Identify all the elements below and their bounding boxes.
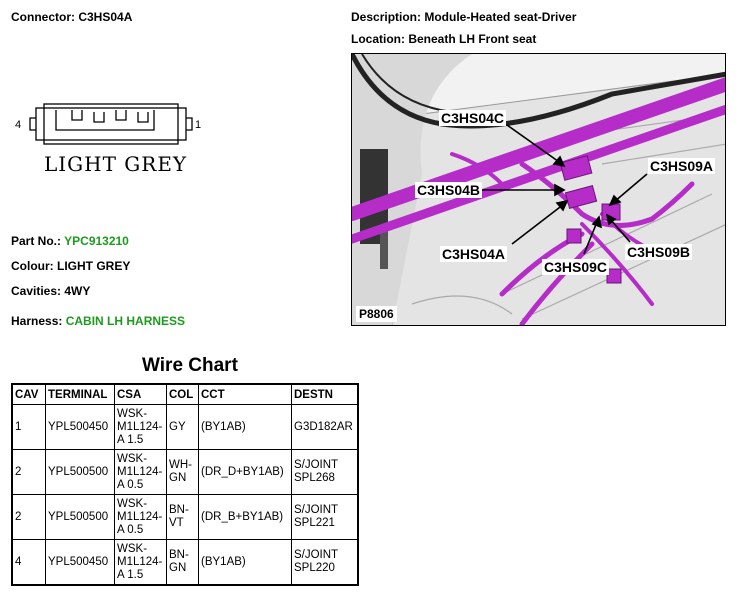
harness-label: Harness: CABIN LH HARNESS [11,314,186,328]
cell-cav: 1 [11,404,46,450]
cell-col: GY [166,404,199,450]
cell-col: BN-VT [166,494,199,540]
col-terminal-header: TERMINAL [45,383,115,405]
cell-cav: 2 [11,449,46,495]
cell-cav: 2 [11,494,46,540]
connector-face-diagram: 4 1 [15,103,201,145]
callout-c3hs04a: C3HS04A [440,246,508,262]
cell-col: BN-GN [166,539,199,586]
photo-reference-number: P8806 [356,306,397,322]
colour-label: Colour: LIGHT GREY [11,259,131,273]
col-csa-header: CSA [114,383,167,405]
callout-c3hs04b: C3HS04B [415,182,483,198]
pin-4-label: 4 [15,119,21,131]
connector-colour-caption: LIGHT GREY [44,152,188,176]
callout-c3hs09b: C3HS09B [625,244,693,260]
cell-cct: (BY1AB) [198,539,292,586]
cell-cct: (DR_B+BY1AB) [198,494,292,540]
description-label: Description: Module-Heated seat-Driver [351,10,577,24]
harness-value: CABIN LH HARNESS [65,314,186,328]
part-no-value: YPC913210 [64,234,129,248]
pin-1-label: 1 [195,119,201,131]
cell-csa: WSK-M1L124-A 1.5 [114,404,167,450]
col-cav-header: CAV [11,383,46,405]
table-header-row: CAV TERMINAL CSA COL CCT DESTN [11,383,359,405]
cell-destn: G3D182AR [291,404,359,450]
part-no-label: Part No.: YPC913210 [11,234,129,248]
callout-c3hs09a: C3HS09A [648,158,716,174]
cell-cct: (BY1AB) [198,404,292,450]
cell-cct: (DR_D+BY1AB) [198,449,292,495]
callout-c3hs09c: C3HS09C [542,259,610,275]
cell-col: WH-GN [166,449,199,495]
cell-terminal: YPL500450 [45,404,115,450]
col-col-header: COL [166,383,199,405]
col-cct-header: CCT [198,383,292,405]
connector-label: Connector: C3HS04A [11,10,133,24]
cell-cav: 4 [11,539,46,586]
cavities-label: Cavities: 4WY [11,284,91,298]
cell-terminal: YPL500500 [45,494,115,540]
col-destn-header: DESTN [291,383,359,405]
wire-chart-title: Wire Chart [142,355,238,376]
cell-terminal: YPL500500 [45,449,115,495]
location-photo: C3HS04C C3HS04B C3HS04A C3HS09C C3HS09B … [351,53,726,326]
callout-c3hs04c: C3HS04C [439,110,507,126]
cell-csa: WSK-M1L124-A 0.5 [114,494,167,540]
location-label: Location: Beneath LH Front seat [351,32,537,46]
cell-csa: WSK-M1L124-A 0.5 [114,449,167,495]
cell-terminal: YPL500450 [45,539,115,586]
cell-csa: WSK-M1L124-A 1.5 [114,539,167,586]
